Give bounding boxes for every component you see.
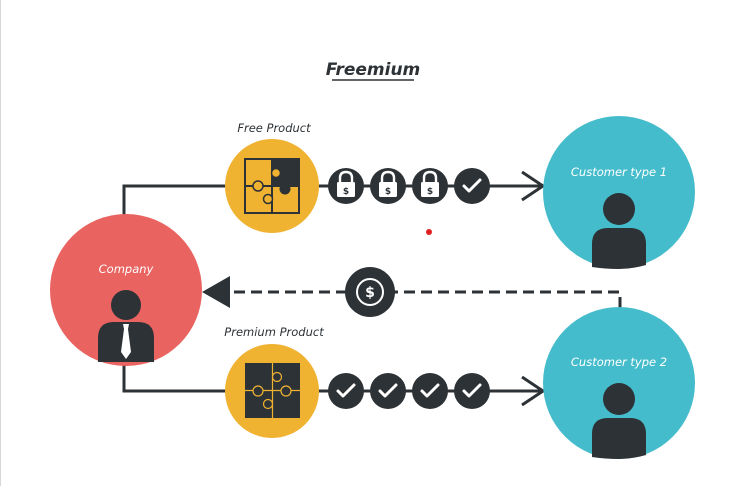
customer-2-node: Customer type 2 [543,307,695,459]
check-icon [454,168,490,204]
person-icon [592,383,646,459]
check-icon [454,373,490,409]
dollar-coin-icon: $ [345,267,395,317]
person-icon [592,193,646,269]
customer-1-node: Customer type 1 [543,116,695,269]
premium-product-node: Premium Product [224,325,324,438]
arrow-head-left-icon [202,276,230,308]
check-icon [328,373,364,409]
svg-text:$: $ [427,187,433,197]
free-product-node: Free Product [225,121,319,233]
check-icon [412,373,448,409]
puzzle-complete-icon [245,363,300,418]
businessman-icon [98,290,154,362]
marker-dot [426,229,432,235]
premium-path-steps [328,373,490,409]
customer-1-label: Customer type 1 [571,165,667,179]
company-node: Company [50,214,202,366]
svg-text:$: $ [385,187,391,197]
locked-dollar-icon: $ [328,168,364,204]
check-icon [370,373,406,409]
customer-1-circle [543,116,695,268]
svg-text:$: $ [365,285,375,301]
premium-product-label: Premium Product [224,325,324,339]
arrow-head-right-icon [521,375,546,407]
arrow-head-right-icon [521,170,546,202]
frame-edge [0,0,1,486]
diagram-title: Freemium [326,60,421,80]
free-product-label: Free Product [237,121,311,135]
free-path-steps: $ $ $ [328,168,490,204]
customer-2-label: Customer type 2 [571,355,667,369]
puzzle-partial-icon [244,158,300,214]
payment-flow-line [202,276,622,308]
locked-dollar-icon: $ [412,168,448,204]
locked-dollar-icon: $ [370,168,406,204]
svg-text:$: $ [343,187,349,197]
company-label: Company [99,262,154,276]
